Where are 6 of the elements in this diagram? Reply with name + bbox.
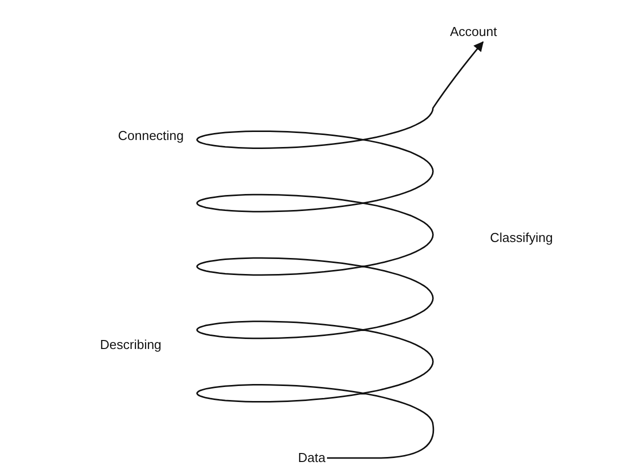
stage-label: Describing bbox=[100, 337, 162, 353]
spiral-arrow bbox=[196, 41, 484, 459]
node-label: Account bbox=[450, 24, 497, 40]
stage-label: Classifying bbox=[490, 230, 553, 246]
stage-label: Connecting bbox=[118, 128, 184, 144]
node-label: Data bbox=[298, 450, 326, 464]
